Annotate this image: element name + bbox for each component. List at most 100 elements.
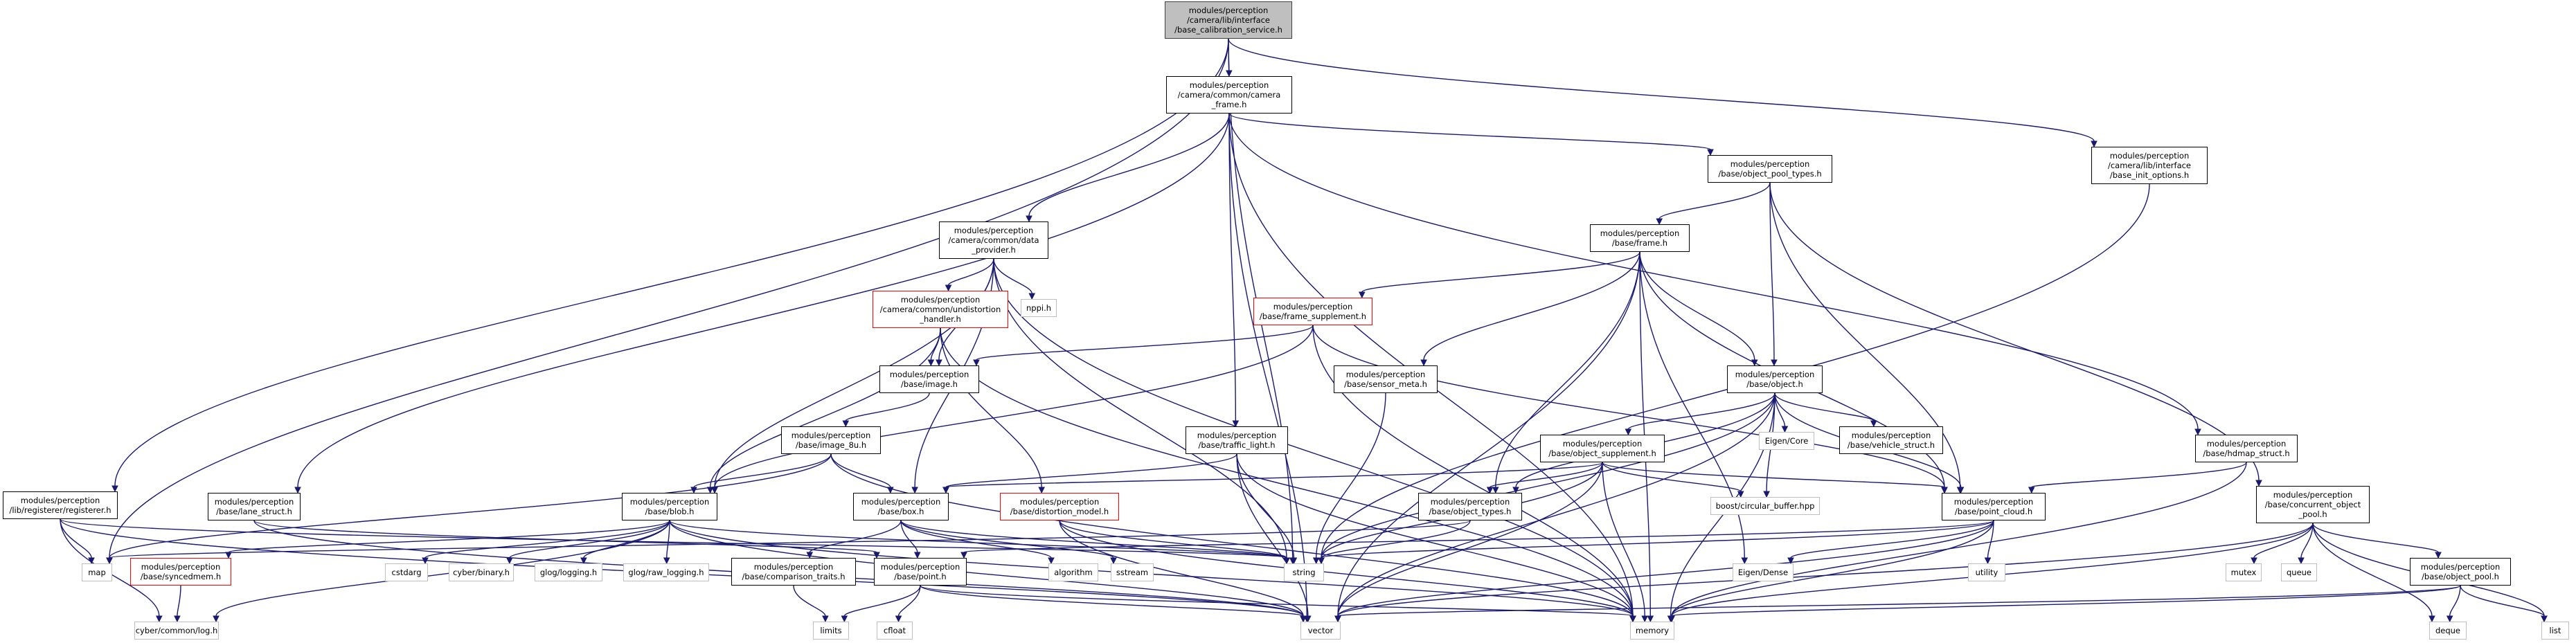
node-label-line: modules/perception: [20, 496, 100, 505]
node-label-line: modules/perception: [889, 370, 969, 379]
edge-arrowhead: [1232, 420, 1240, 428]
edge-arrowhead: [1647, 615, 1654, 623]
dependency-edge: [843, 585, 921, 617]
edge-arrowhead: [1629, 615, 1636, 623]
dependency-edge: [993, 258, 1634, 617]
node-label-line: /base/object_types.h: [1429, 507, 1512, 516]
node-image[interactable]: modules/perception/base/image.h: [879, 365, 979, 393]
dependency-edge: [2449, 585, 2461, 617]
node-label-line: /camera/common/camera: [1177, 90, 1281, 100]
node-label-line: nppi.h: [1026, 303, 1052, 313]
dependency-edge: [1639, 251, 1755, 361]
edge-arrowhead: [1771, 359, 1778, 367]
edge-arrowhead: [1512, 487, 1519, 494]
node-label-line: Eigen/Core: [1764, 436, 1809, 446]
edge-arrowhead: [960, 552, 967, 559]
dependency-edge: [900, 520, 918, 553]
node-eigen-dense: Eigen/Dense: [1733, 563, 1794, 581]
dependency-edge: [1423, 251, 1640, 361]
edge-arrowhead: [2028, 487, 2035, 494]
node-object-supplement[interactable]: modules/perception/base/object_supplemen…: [1540, 435, 1665, 462]
node-label-line: /base_init_options.h: [2109, 170, 2190, 180]
node-cyber-binary: cyber/binary.h: [449, 563, 514, 581]
node-lane-struct[interactable]: modules/perception/base/lane_struct.h: [208, 493, 301, 520]
node-frame-supplement[interactable]: modules/perception/base/frame_supplement…: [1253, 298, 1372, 325]
node-object-types[interactable]: modules/perception/base/object_types.h: [1418, 493, 1522, 520]
node-distortion-model[interactable]: modules/perception/base/distortion_model…: [1000, 493, 1119, 520]
dependency-edge: [900, 520, 1114, 559]
node-camera-frame[interactable]: modules/perception/camera/common/camera_…: [1166, 76, 1292, 114]
node-sstream: sstream: [1111, 563, 1154, 581]
edge-arrowhead: [1737, 491, 1744, 498]
edge-arrowhead: [2541, 615, 2548, 623]
edge-arrowhead: [174, 615, 181, 623]
node-registerer[interactable]: modules/perception/lib/registerer/regist…: [3, 491, 118, 519]
node-label-line: /base/concurrent_object: [2264, 500, 2361, 509]
edge-arrowhead: [1300, 615, 1307, 623]
dependency-edge: [945, 462, 1603, 488]
dependency-edge: [1337, 392, 1776, 617]
node-data-provider[interactable]: modules/perception/camera/common/data_pr…: [939, 221, 1048, 259]
node-label-line: /base/object_pool.h: [2422, 572, 2499, 581]
dependency-edge: [1769, 182, 1961, 488]
node-label-line: modules/perception: [2273, 490, 2353, 500]
node-point[interactable]: modules/perception/base/point.h: [874, 558, 967, 586]
node-label-line: /camera/lib/interface: [2107, 161, 2192, 170]
node-undistortion-handler[interactable]: modules/perception/camera/common/undisto…: [873, 291, 1008, 328]
node-vehicle-struct[interactable]: modules/perception/base/vehicle_struct.h: [1839, 426, 1943, 454]
node-sensor-meta[interactable]: modules/perception/base/sensor_meta.h: [1334, 365, 1438, 393]
edge-arrowhead: [2429, 615, 2435, 623]
node-label-line: Eigen/Dense: [1737, 568, 1789, 577]
dependency-edge: [1321, 392, 1776, 559]
node-cyber-common-log: cyber/common/log.h: [134, 622, 219, 640]
dependency-edge: [1059, 520, 1634, 617]
node-label-line: /base/object.h: [1746, 379, 1803, 389]
node-point-cloud[interactable]: modules/perception/base/point_cloud.h: [1942, 493, 2046, 520]
node-hdmap-struct[interactable]: modules/perception/base/hdmap_struct.h: [2195, 435, 2298, 462]
node-object[interactable]: modules/perception/base/object.h: [1727, 365, 1823, 393]
node-concurrent-object-pool[interactable]: modules/perception/base/concurrent_objec…: [2256, 486, 2370, 523]
node-base-init-options[interactable]: modules/perception/camera/lib/interface/…: [2091, 147, 2208, 184]
node-label-line: modules/perception: [954, 226, 1034, 235]
node-label-line: cstdarg: [391, 568, 422, 577]
node-object-pool[interactable]: modules/perception/base/object_pool.h: [2410, 558, 2511, 586]
node-syncedmem[interactable]: modules/perception/base/syncedmem.h: [130, 558, 231, 586]
dependency-edge: [709, 327, 941, 488]
dependency-edge: [114, 38, 1229, 487]
node-utility: utility: [1968, 563, 2005, 581]
node-comparison-traits[interactable]: modules/perception/base/comparison_trait…: [731, 558, 856, 586]
node-label-line: /base/image.h: [901, 379, 958, 389]
edge-arrowhead: [294, 487, 301, 494]
node-label-line: modules/perception: [1273, 302, 1353, 311]
node-label-line: string: [1292, 568, 1316, 577]
dependency-edge: [109, 38, 1229, 559]
edge-arrowhead: [1486, 487, 1494, 494]
node-image-8u[interactable]: modules/perception/base/image_8u.h: [781, 426, 881, 454]
edge-arrowhead: [842, 420, 850, 428]
edge-arrowhead: [1334, 615, 1341, 623]
edge-arrowhead: [895, 615, 902, 623]
node-label-line: /base/frame.h: [1611, 238, 1668, 248]
edge-arrowhead: [1492, 487, 1499, 494]
node-object-pool-types[interactable]: modules/perception/base/object_pool_type…: [1708, 155, 1832, 183]
node-label-line: modules/perception: [2206, 439, 2287, 449]
node-traffic-light[interactable]: modules/perception/base/traffic_light.h: [1186, 426, 1288, 454]
dependency-edge: [920, 585, 1304, 617]
node-box[interactable]: modules/perception/base/box.h: [853, 493, 949, 520]
dependency-edge: [1312, 325, 1945, 488]
edge-arrowhead: [2298, 557, 2305, 565]
dependency-edge: [2253, 523, 2314, 559]
dependency-edge: [1228, 38, 2095, 142]
node-blob[interactable]: modules/perception/base/blob.h: [622, 493, 717, 520]
dependency-edge: [1337, 462, 1603, 617]
node-vector: vector: [1300, 622, 1341, 640]
node-label-line: /camera/lib/interface: [1186, 15, 1271, 25]
node-label-line: sstream: [1116, 568, 1149, 577]
node-frame[interactable]: modules/perception/base/frame.h: [1590, 224, 1690, 252]
dependency-edge: [1228, 113, 2199, 430]
edge-arrowhead: [1641, 615, 1649, 623]
edge-arrowhead: [973, 359, 980, 367]
node-label-line: /base/blob.h: [645, 507, 695, 516]
node-label-line: algorithm: [1054, 568, 1093, 577]
